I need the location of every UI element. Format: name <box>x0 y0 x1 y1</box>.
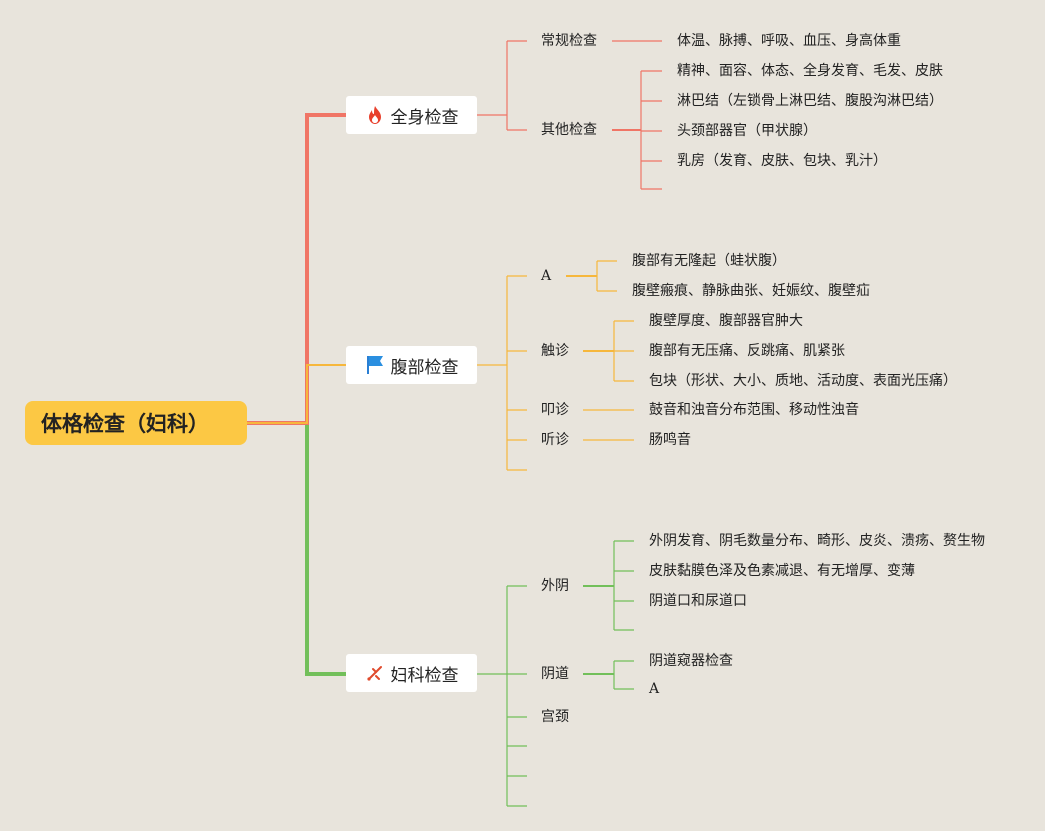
node-routine-exam[interactable]: 常规检查 <box>541 33 597 49</box>
branch-label: 妇科检查 <box>390 665 459 686</box>
node-palpation[interactable]: 触诊 <box>541 343 569 359</box>
leaf-head-neck[interactable]: 头颈部器官（甲状腺） <box>677 123 817 139</box>
node-vulva[interactable]: 外阴 <box>541 578 569 594</box>
connector-root-abdomen <box>247 364 346 424</box>
leaf-vulva-development[interactable]: 外阴发育、阴毛数量分布、畸形、皮炎、溃疡、赘生物 <box>649 533 985 549</box>
node-other-exam[interactable]: 其他检查 <box>541 122 597 138</box>
leaf-vital-signs[interactable]: 体温、脉搏、呼吸、血压、身高体重 <box>677 33 901 49</box>
leaf-tympany[interactable]: 鼓音和浊音分布范围、移动性浊音 <box>649 402 859 418</box>
leaf-lymph-nodes[interactable]: 淋巴结（左锁骨上淋巴结、腹股沟淋巴结） <box>677 93 943 109</box>
flag-icon <box>365 355 385 375</box>
leaf-speculum-exam[interactable]: 阴道窥器检查 <box>649 653 733 669</box>
root-node[interactable]: 体格检查（妇科） <box>25 401 247 445</box>
branch-general-exam[interactable]: 全身检查 <box>346 96 477 134</box>
root-label: 体格检查（妇科） <box>41 412 209 436</box>
leaf-vaginal-urethral-orifice[interactable]: 阴道口和尿道口 <box>649 593 747 609</box>
leaf-bowel-sounds[interactable]: 肠鸣音 <box>649 432 691 448</box>
leaf-breast[interactable]: 乳房（发育、皮肤、包块、乳汁） <box>677 153 887 169</box>
leaf-tenderness[interactable]: 腹部有无压痛、反跳痛、肌紧张 <box>649 343 845 359</box>
leaf-mass[interactable]: 包块（形状、大小、质地、活动度、表面光压痛） <box>649 373 957 389</box>
node-cervix[interactable]: 宫颈 <box>541 709 569 725</box>
node-percussion[interactable]: 叩诊 <box>541 402 569 418</box>
leaf-skin-mucosa[interactable]: 皮肤黏膜色泽及色素减退、有无增厚、变薄 <box>649 563 915 579</box>
node-inspection[interactable]: A <box>541 268 552 284</box>
connector-root-gyn <box>247 421 346 676</box>
branch-label: 腹部检查 <box>390 357 459 378</box>
branch-gynecological-exam[interactable]: 妇科检查 <box>346 654 477 692</box>
node-vagina[interactable]: 阴道 <box>541 666 569 682</box>
node-auscultation[interactable]: 听诊 <box>541 432 569 448</box>
branch-abdominal-exam[interactable]: 腹部检查 <box>346 346 477 384</box>
branch-label: 全身检查 <box>390 107 459 128</box>
tools-icon <box>365 663 385 683</box>
leaf-abdominal-wall[interactable]: 腹壁瘢痕、静脉曲张、妊娠纹、腹壁疝 <box>632 283 870 299</box>
leaf-abdominal-bulge[interactable]: 腹部有无隆起（蛙状腹） <box>632 253 786 269</box>
fire-icon <box>365 105 385 125</box>
connector-root-general <box>247 113 346 425</box>
leaf-general-appearance[interactable]: 精神、面容、体态、全身发育、毛发、皮肤 <box>677 63 943 79</box>
leaf-wall-thickness[interactable]: 腹壁厚度、腹部器官肿大 <box>649 313 803 329</box>
leaf-vagina-a[interactable]: A <box>649 681 660 697</box>
